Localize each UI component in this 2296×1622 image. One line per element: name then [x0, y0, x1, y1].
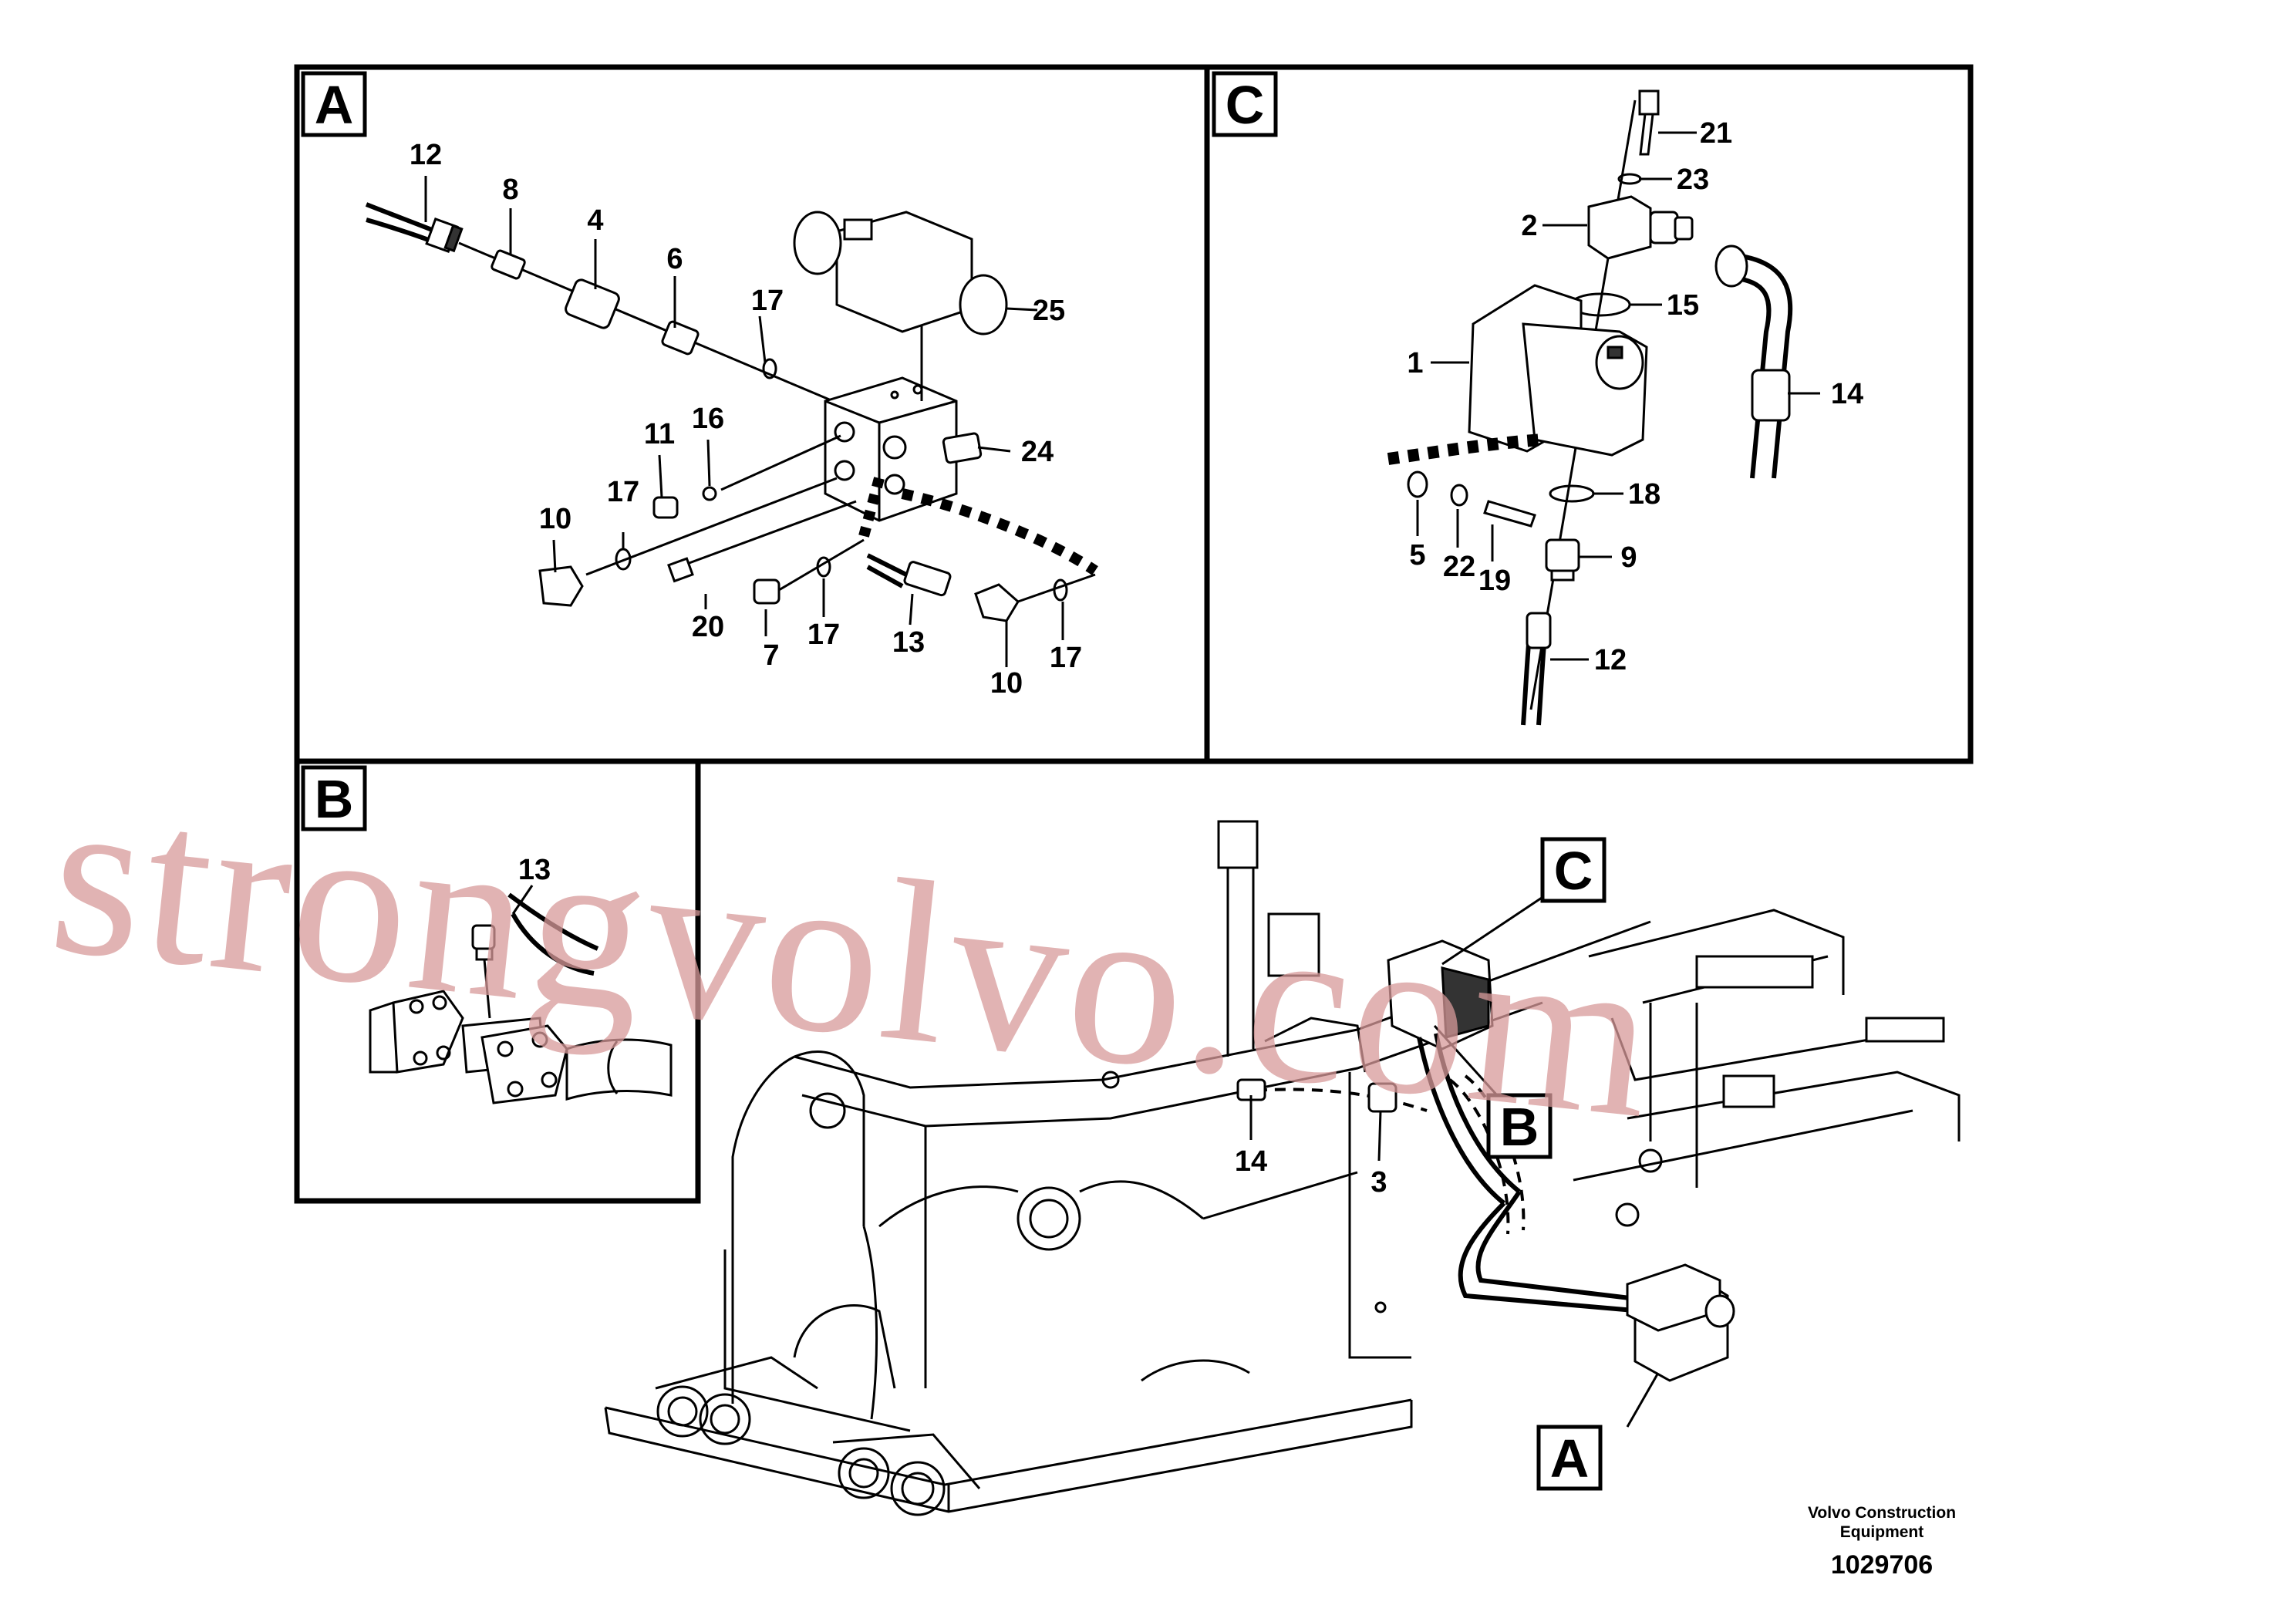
- label-21: 21: [1700, 117, 1732, 150]
- publisher-line-2: Equipment: [1840, 1523, 1924, 1541]
- label-24: 24: [1021, 436, 1054, 468]
- label-25: 25: [1033, 295, 1065, 327]
- label-23: 23: [1677, 164, 1709, 196]
- label-17-bottom: 17: [807, 619, 840, 651]
- panel-b-tag: B: [315, 769, 354, 829]
- panel-c: C: [1204, 64, 1974, 764]
- label-13: 13: [892, 626, 925, 659]
- label-7: 7: [763, 639, 779, 672]
- label-15: 15: [1667, 289, 1699, 322]
- panel-b: B 13: [294, 758, 701, 1204]
- label-8: 8: [502, 174, 518, 206]
- label-4: 4: [587, 204, 603, 237]
- callout-a: A: [1550, 1428, 1590, 1489]
- label-17-left: 17: [607, 476, 639, 508]
- label-17-top: 17: [751, 285, 784, 317]
- label-10-left: 10: [539, 503, 571, 535]
- callout-c: C: [1554, 841, 1593, 901]
- label-17-right: 17: [1050, 642, 1082, 674]
- label-13-b: 13: [518, 854, 551, 886]
- label-14-main: 14: [1235, 1145, 1267, 1178]
- document-number: 1029706: [1831, 1550, 1933, 1580]
- label-14: 14: [1831, 378, 1863, 410]
- label-2: 2: [1521, 210, 1537, 242]
- panel-c-tag: C: [1226, 75, 1265, 135]
- label-18: 18: [1628, 478, 1660, 511]
- label-12-c: 12: [1594, 644, 1627, 676]
- panel-a: A: [294, 64, 1210, 764]
- label-6: 6: [666, 243, 683, 275]
- label-12: 12: [410, 139, 442, 171]
- label-20: 20: [692, 611, 724, 643]
- label-11: 11: [644, 418, 675, 450]
- label-3-main: 3: [1371, 1166, 1387, 1199]
- label-1: 1: [1407, 347, 1423, 379]
- label-19: 19: [1478, 565, 1511, 597]
- label-22: 22: [1443, 551, 1475, 583]
- label-9: 9: [1620, 541, 1637, 574]
- watermark-text: strongvolvo.com: [41, 744, 1667, 1167]
- machine-frame: C B A 14 3: [604, 820, 1961, 1516]
- label-10-right: 10: [990, 667, 1023, 700]
- callout-b: B: [1500, 1097, 1539, 1157]
- label-5: 5: [1409, 539, 1425, 572]
- publisher-line-1: Volvo Construction: [1808, 1504, 1956, 1522]
- label-16: 16: [692, 403, 724, 435]
- panel-a-tag: A: [315, 75, 354, 135]
